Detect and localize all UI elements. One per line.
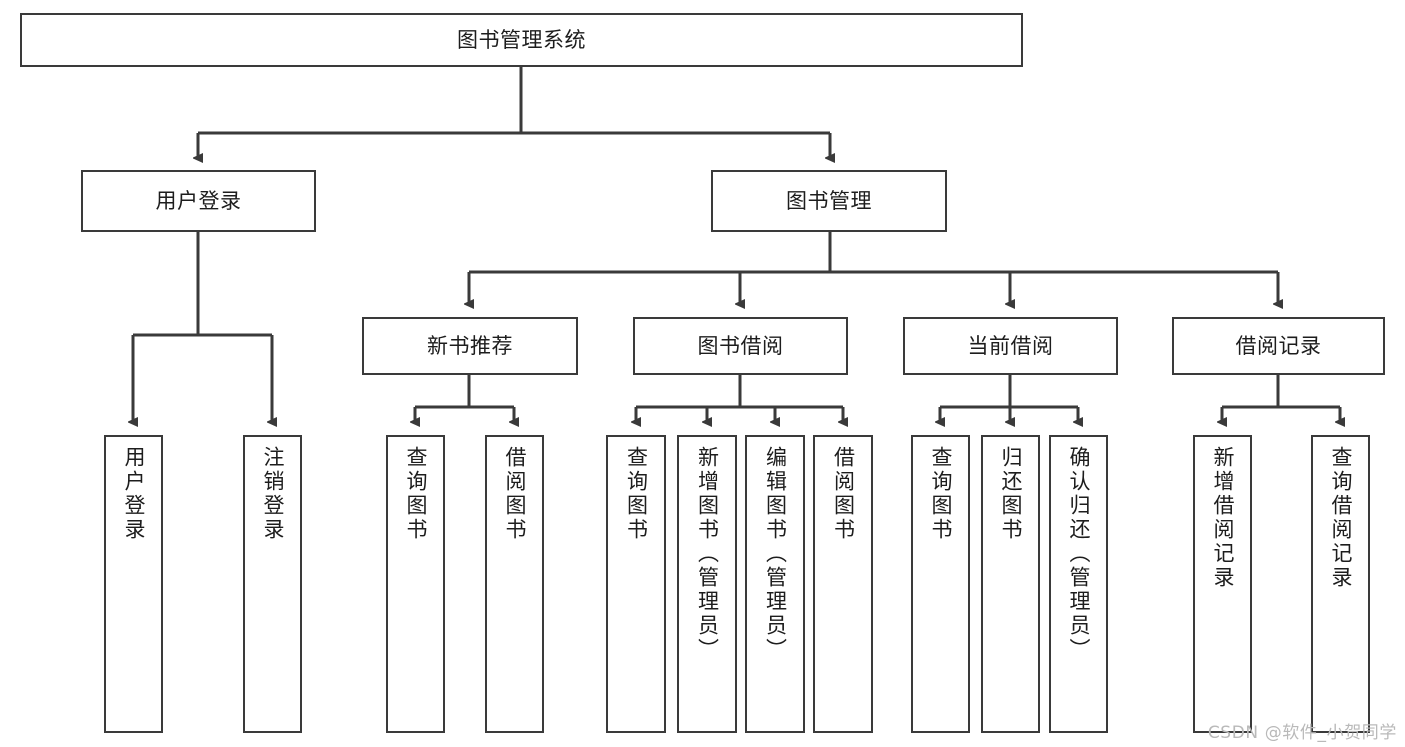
node-label: 查询图书 [624,446,649,542]
node-label: 借阅图书 [831,446,856,542]
node-label: 查询图书 [404,446,428,542]
node-label: 新增图书（管理员） [695,446,720,662]
node-label: 当前借阅 [967,333,1054,358]
leaf-book-borrow-query-book[interactable]: 查询图书 [606,435,666,733]
node-label: 查询借阅记录 [1329,446,1353,590]
node-borrow-record[interactable]: 借阅记录 [1172,317,1385,375]
node-label: 图书管理系统 [457,27,586,52]
node-label: 新增借阅记录 [1211,446,1235,590]
leaf-borrow-record-add-record[interactable]: 新增借阅记录 [1193,435,1252,733]
node-label: 编辑图书（管理员） [763,446,788,662]
leaf-current-borrow-query-book[interactable]: 查询图书 [911,435,970,733]
node-user-login[interactable]: 用户登录 [81,170,316,232]
node-label: 图书管理 [786,188,872,213]
node-book-borrow[interactable]: 图书借阅 [633,317,848,375]
node-current-borrow[interactable]: 当前借阅 [903,317,1118,375]
leaf-new-book-borrow-book[interactable]: 借阅图书 [485,435,544,733]
node-label: 归还图书 [999,446,1023,542]
node-label: 借阅记录 [1235,333,1322,358]
node-label: 用户登录 [155,188,242,213]
leaf-user-login-login[interactable]: 用户登录 [104,435,163,733]
leaf-book-borrow-edit-book-admin[interactable]: 编辑图书（管理员） [745,435,805,733]
node-new-book-recommend[interactable]: 新书推荐 [362,317,578,375]
node-label: 确认归还（管理员） [1067,446,1091,662]
node-label: 用户登录 [122,446,146,542]
leaf-new-book-query-book[interactable]: 查询图书 [386,435,445,733]
node-root-system[interactable]: 图书管理系统 [20,13,1023,67]
node-label: 图书借阅 [697,333,784,358]
leaf-user-login-logout[interactable]: 注销登录 [243,435,302,733]
leaf-book-borrow-add-book-admin[interactable]: 新增图书（管理员） [677,435,737,733]
leaf-current-borrow-return-book[interactable]: 归还图书 [981,435,1040,733]
leaf-current-borrow-confirm-return-admin[interactable]: 确认归还（管理员） [1049,435,1108,733]
node-label: 借阅图书 [503,446,527,542]
leaf-book-borrow-borrow-book[interactable]: 借阅图书 [813,435,873,733]
node-label: 查询图书 [929,446,953,542]
leaf-borrow-record-query-record[interactable]: 查询借阅记录 [1311,435,1370,733]
node-label: 注销登录 [261,446,285,542]
node-label: 新书推荐 [427,333,513,358]
node-book-management[interactable]: 图书管理 [711,170,947,232]
